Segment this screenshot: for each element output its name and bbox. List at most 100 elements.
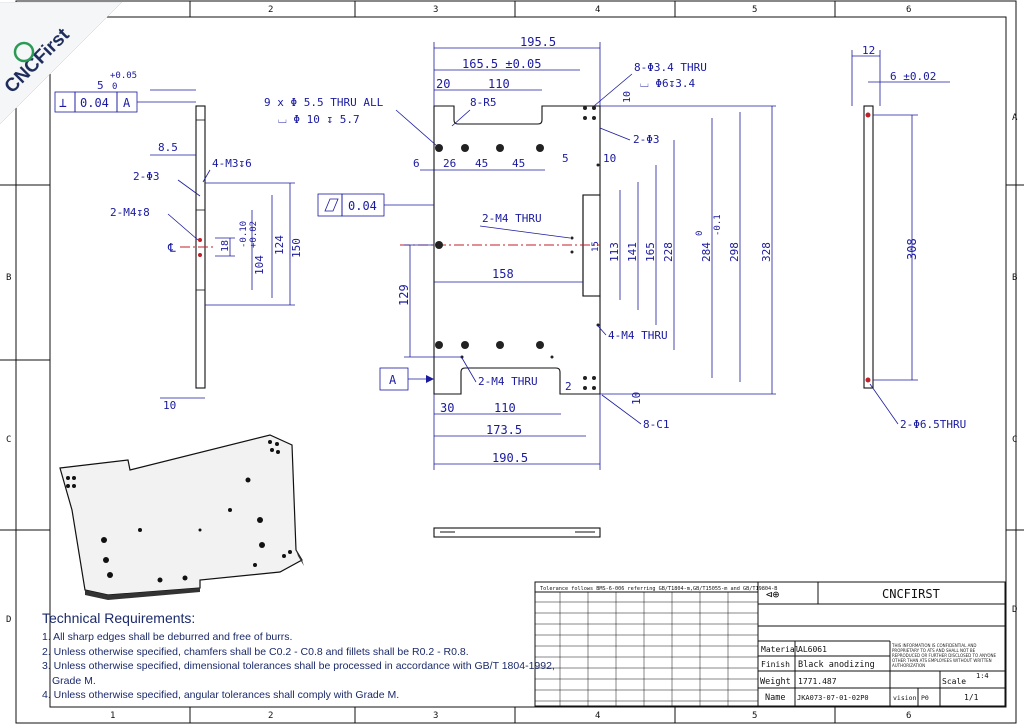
datum-a-label: A bbox=[389, 373, 397, 387]
tol-upper: +0.05 bbox=[110, 71, 137, 81]
dim-284: 284 bbox=[700, 242, 713, 262]
scale-value: 1:4 bbox=[976, 672, 989, 680]
tol-lower: 0 bbox=[112, 82, 117, 92]
side-view: ⊥ 0.04 A +0.05 0 5 8.5 4-M3↧6 2-Φ3 2-M4↧… bbox=[54, 71, 303, 412]
zone-col-1-bottom: 1 bbox=[110, 711, 115, 721]
zone-col-5-bottom: 5 bbox=[752, 711, 757, 721]
dim-104: 104 bbox=[253, 255, 266, 275]
dim-20: 20 bbox=[436, 77, 450, 91]
dim-165: 165 bbox=[644, 242, 657, 262]
name-label: Name bbox=[765, 693, 785, 703]
projection-symbol: ⊲⊕ bbox=[766, 588, 779, 601]
scale-label: Scale bbox=[942, 677, 966, 686]
note-8c1: 8-C1 bbox=[643, 418, 670, 431]
zone-col-6: 6 bbox=[906, 5, 911, 15]
tech-item: 1. All sharp edges shall be deburred and… bbox=[42, 631, 293, 643]
zone-col-3-bottom: 3 bbox=[433, 711, 438, 721]
dim-6: 6 bbox=[413, 157, 420, 170]
note-2phi3-side: 2-Φ3 bbox=[133, 170, 160, 183]
note-phi6: ⌴ Φ6↧3.4 bbox=[640, 77, 696, 90]
tol-284-b: -0.1 bbox=[713, 214, 723, 236]
zone-col-3: 3 bbox=[433, 5, 438, 15]
end-view-outline bbox=[863, 105, 874, 389]
bottom-section-view bbox=[433, 527, 601, 538]
inner-frame bbox=[49, 16, 1007, 708]
dim-190-5: 190.5 bbox=[492, 451, 528, 465]
dim-5-side: 5 bbox=[97, 79, 104, 92]
dim-150: 150 bbox=[290, 238, 303, 258]
zone-col-2: 2 bbox=[268, 5, 273, 15]
zone-row-c-right: C bbox=[1012, 435, 1017, 445]
company-name: CNCFIRST bbox=[882, 587, 940, 601]
flatness-value: 0.04 bbox=[348, 199, 377, 213]
note-2phi3-main: 2-Φ3 bbox=[633, 133, 660, 146]
side-slot bbox=[582, 194, 601, 297]
zone-row-d-right: D bbox=[1012, 605, 1017, 615]
end-view: 12 6 ±0.02 308 2-Φ6.5THRU bbox=[851, 44, 966, 431]
tol-pm-a: -0.10 bbox=[239, 221, 249, 248]
dim-45b: 45 bbox=[512, 157, 525, 170]
dim-26: 26 bbox=[443, 157, 456, 170]
dim-328: 328 bbox=[760, 242, 773, 262]
dim-308: 308 bbox=[905, 238, 919, 260]
note-4m4: 4-M4 THRU bbox=[608, 329, 668, 342]
zone-col-2-bottom: 2 bbox=[268, 711, 273, 721]
hole-row-top bbox=[435, 106, 600, 390]
title-block: Tolerance follows BMS-6-006 referring GB… bbox=[534, 581, 1006, 707]
dim-30: 30 bbox=[440, 401, 454, 415]
note-2m4-bottom: 2-M4 THRU bbox=[478, 375, 538, 388]
zone-row-d: D bbox=[6, 615, 11, 625]
dim-5-main: 5 bbox=[562, 152, 569, 165]
main-view: 195.5 165.5 ±0.05 20 110 9 x Φ 5.5 THRU … bbox=[264, 35, 776, 470]
dim-158: 158 bbox=[492, 267, 514, 281]
note-4m3: 4-M3↧6 bbox=[212, 157, 252, 170]
dim-2: 2 bbox=[565, 380, 572, 393]
finish-value: Black anodizing bbox=[798, 660, 875, 670]
zone-col-4-bottom: 4 bbox=[595, 711, 600, 721]
zone-row-c: C bbox=[6, 435, 11, 445]
dim-228: 228 bbox=[662, 242, 675, 262]
dim-10-bottom: 10 bbox=[630, 392, 643, 405]
finish-label: Finish bbox=[761, 660, 790, 669]
zone-col-4: 4 bbox=[595, 5, 600, 15]
confidential-note: THIS INFORMATION IS CONFIDENTIAL AND PRO… bbox=[892, 643, 996, 668]
note-2m4-thru: 2-M4 THRU bbox=[482, 212, 542, 225]
zone-row-b: B bbox=[6, 273, 11, 283]
material-value: AL6061 bbox=[798, 645, 827, 654]
outer-frame bbox=[15, 0, 1017, 724]
tech-list: 1. All sharp edges shall be deburred and… bbox=[42, 630, 562, 703]
dim-15: 15 bbox=[591, 241, 601, 252]
dim-195-5: 195.5 bbox=[520, 35, 556, 49]
dim-10-side: 10 bbox=[163, 399, 176, 412]
perp-datum: A bbox=[123, 96, 131, 110]
weight-label: Weight bbox=[760, 677, 791, 687]
vision-value: P0 bbox=[921, 694, 929, 702]
dim-8-5: 8.5 bbox=[158, 141, 178, 154]
note-2m4-side: 2-M4↧8 bbox=[110, 206, 150, 219]
dim-124: 124 bbox=[273, 235, 286, 255]
isometric-view bbox=[59, 434, 304, 600]
note-cbore: ⌴ Φ 10 ↧ 5.7 bbox=[278, 113, 360, 126]
zone-row-a-right: A bbox=[1012, 113, 1018, 123]
tech-item: 2. Unless otherwise specified, chamfers … bbox=[42, 645, 469, 658]
dim-113: 113 bbox=[608, 242, 621, 262]
zone-col-5: 5 bbox=[752, 5, 757, 15]
perp-value: 0.04 bbox=[80, 96, 109, 110]
vision-label: vision bbox=[893, 694, 917, 702]
brand-logo: CNCFirst bbox=[0, 1, 123, 132]
dim-10-top: 10 bbox=[622, 91, 633, 103]
dim-18: 18 bbox=[220, 240, 231, 252]
name-value: JKA073-07-01-02P0 bbox=[797, 694, 869, 702]
dim-129: 129 bbox=[397, 284, 411, 306]
dim-298: 298 bbox=[728, 242, 741, 262]
weight-value: 1771.487 bbox=[798, 677, 837, 686]
dim-110-bottom: 110 bbox=[494, 401, 516, 415]
note-8phi34: 8-Φ3.4 THRU bbox=[634, 61, 707, 74]
note-9x-holes: 9 x Φ 5.5 THRU ALL bbox=[264, 96, 384, 109]
technical-requirements: Technical Requirements: 1. All sharp edg… bbox=[42, 610, 562, 703]
sheet-value: 1/1 bbox=[964, 693, 979, 702]
tolerance-header: Tolerance follows BMS-6-006 referring GB… bbox=[540, 586, 777, 592]
note-8r5: 8-R5 bbox=[470, 96, 497, 109]
